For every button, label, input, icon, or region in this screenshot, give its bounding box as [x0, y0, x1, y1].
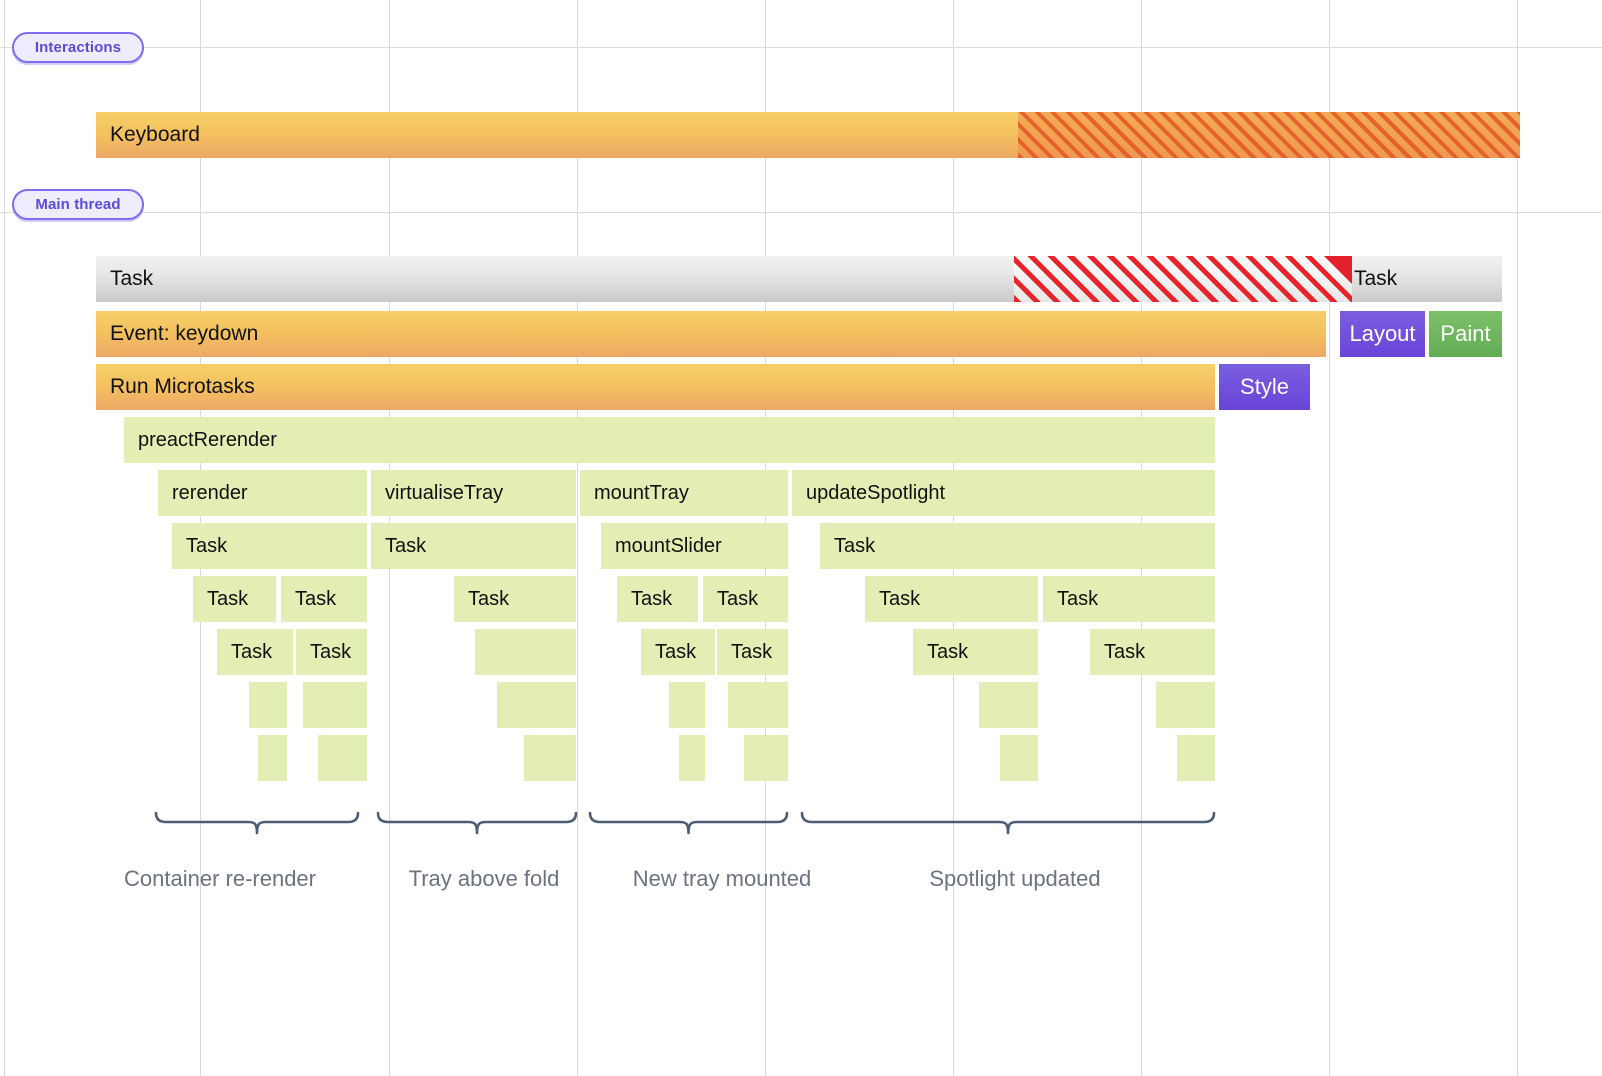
flame-bar-task-r7-b[interactable]: Task — [296, 629, 367, 675]
flame-bar-rerender[interactable]: rerender — [158, 470, 367, 516]
grid-line-vertical-8 — [1517, 0, 1518, 1076]
brace-container-re-render — [154, 811, 360, 839]
brace-new-tray-mounted — [588, 811, 789, 839]
annotation-label-new-tray-mounted: New tray mounted — [632, 866, 812, 891]
flame-bar-mount-tray[interactable]: mountTray — [580, 470, 788, 516]
flame-bar-update-spotlight[interactable]: updateSpotlight — [792, 470, 1215, 516]
flame-bar-task-r5-c[interactable]: Task — [820, 523, 1215, 569]
flame-bar-label: Layout — [1349, 321, 1416, 346]
flame-bar-label: Task — [186, 534, 228, 557]
flame-bar-paint[interactable]: Paint — [1429, 311, 1502, 357]
flame-bar-label: Task — [207, 587, 249, 610]
flame-bar-label: Task — [295, 587, 337, 610]
flame-bar-label: rerender — [172, 481, 248, 504]
flame-bar-label: Event: keydown — [110, 322, 259, 345]
flame-bar-label: Task — [834, 534, 876, 557]
flame-bar-task-r7-a[interactable]: Task — [217, 629, 293, 675]
flame-bar-task-r7-g[interactable]: Task — [1090, 629, 1215, 675]
flame-bar-label: mountTray — [594, 481, 689, 504]
flame-bar-task-r9-g[interactable] — [1177, 735, 1215, 781]
flame-bar-label: Task — [879, 587, 921, 610]
flame-bar-task-right[interactable]: Task — [1340, 256, 1502, 302]
grid-line-vertical-0 — [4, 0, 5, 1076]
flame-bar-label: mountSlider — [615, 534, 722, 557]
flame-bar-task-r8-g[interactable] — [1156, 682, 1215, 728]
annotation-label-container-re-render: Container re-render — [124, 866, 316, 891]
flame-bar-event-keydown[interactable]: Event: keydown — [96, 311, 1326, 357]
flame-bar-label: Task — [717, 587, 759, 610]
flame-bar-virtualise-tray[interactable]: virtualiseTray — [371, 470, 576, 516]
hatch-overlay-task-long-task — [1014, 256, 1352, 302]
flame-bar-label: Run Microtasks — [110, 375, 255, 398]
flame-bar-run-microtasks[interactable]: Run Microtasks — [96, 364, 1215, 410]
annotation-label-tray-above-fold: Tray above fold — [408, 866, 560, 891]
flame-bar-task-r9-d[interactable] — [679, 735, 705, 781]
flame-bar-task-r8-b[interactable] — [303, 682, 367, 728]
flame-bar-label: Task — [468, 587, 510, 610]
flame-bar-task-r8-d[interactable] — [669, 682, 705, 728]
flame-bar-label: Task — [385, 534, 427, 557]
flame-bar-task-r9-f[interactable] — [1000, 735, 1038, 781]
flame-bar-label: Task — [655, 640, 697, 663]
flame-bar-label: Task — [1104, 640, 1146, 663]
flame-bar-task-r9-a[interactable] — [258, 735, 287, 781]
flame-bar-layout[interactable]: Layout — [1340, 311, 1425, 357]
flame-bar-task-r6-f[interactable]: Task — [865, 576, 1038, 622]
flame-bar-task-r9-c[interactable] — [524, 735, 576, 781]
flame-bar-mount-slider[interactable]: mountSlider — [601, 523, 788, 569]
long-task-warning-triangle-icon — [1324, 256, 1352, 284]
flame-bar-label: Task — [631, 587, 673, 610]
flame-bar-label: Keyboard — [110, 123, 200, 146]
flame-bar-label: preactRerender — [138, 428, 277, 451]
flame-bar-task-r7-f[interactable]: Task — [913, 629, 1038, 675]
flame-bar-task-r8-c[interactable] — [497, 682, 576, 728]
flame-bar-task-r6-a[interactable]: Task — [193, 576, 276, 622]
flame-bar-preact-rerender[interactable]: preactRerender — [124, 417, 1215, 463]
flame-bar-label: virtualiseTray — [385, 481, 504, 504]
flame-bar-label: Style — [1240, 374, 1289, 399]
flame-bar-label: Task — [927, 640, 969, 663]
flame-bar-task-r7-d[interactable]: Task — [641, 629, 715, 675]
flame-bar-task-r6-g[interactable]: Task — [1043, 576, 1215, 622]
hatch-overlay-keyboard-overrun — [1018, 112, 1520, 158]
flame-bar-task-r5-b[interactable]: Task — [371, 523, 576, 569]
track-pill-interactions[interactable]: Interactions — [12, 32, 144, 63]
flame-bar-task-r8-f[interactable] — [979, 682, 1038, 728]
flame-bar-task-r6-c[interactable]: Task — [454, 576, 576, 622]
flame-bar-task-r9-e[interactable] — [744, 735, 788, 781]
flame-bar-task-r6-d[interactable]: Task — [617, 576, 698, 622]
track-pill-main-thread[interactable]: Main thread — [12, 189, 144, 220]
flame-bar-task-r9-b[interactable] — [318, 735, 367, 781]
flame-bar-label: Task — [110, 267, 154, 290]
flame-bar-label: Task — [231, 640, 273, 663]
brace-spotlight-updated — [800, 811, 1216, 839]
flame-bar-task-r8-e[interactable] — [728, 682, 788, 728]
flame-bar-task-r7-c[interactable] — [475, 629, 576, 675]
flame-bar-task-r8-a[interactable] — [249, 682, 287, 728]
grid-line-vertical-7 — [1329, 0, 1330, 1076]
flame-bar-style[interactable]: Style — [1219, 364, 1310, 410]
flame-bar-label: Task — [310, 640, 352, 663]
flame-bar-task-r7-e[interactable]: Task — [717, 629, 788, 675]
flame-bar-label: Task — [1057, 587, 1099, 610]
grid-line-vertical-3 — [577, 0, 578, 1076]
flame-bar-label: updateSpotlight — [806, 481, 946, 504]
annotation-label-spotlight-updated: Spotlight updated — [929, 866, 1101, 891]
flame-bar-task-r5-a[interactable]: Task — [172, 523, 367, 569]
flame-bar-label: Task — [731, 640, 773, 663]
flame-bar-task-r6-b[interactable]: Task — [281, 576, 367, 622]
brace-tray-above-fold — [376, 811, 578, 839]
flame-bar-label: Paint — [1440, 321, 1491, 346]
track-divider-1 — [0, 212, 1602, 213]
flame-bar-task-r6-e[interactable]: Task — [703, 576, 788, 622]
track-divider-0 — [0, 47, 1602, 48]
